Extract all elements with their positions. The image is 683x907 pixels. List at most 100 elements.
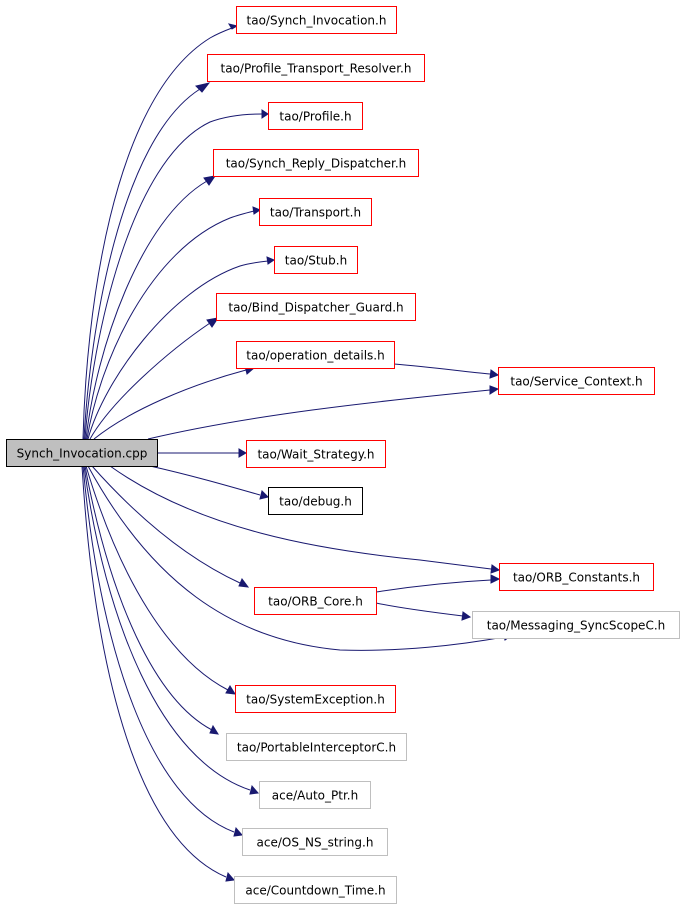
edge-line: [375, 579, 492, 593]
node-box: [499, 563, 654, 591]
node-orb-core-h[interactable]: tao/ORB_Core.h: [254, 587, 377, 615]
edge-line: [375, 602, 464, 617]
edge-root-to-transport-h: [86, 206, 262, 440]
arrowhead-icon: [225, 685, 236, 695]
node-orb-constants-h[interactable]: tao/ORB_Constants.h: [499, 563, 654, 591]
node-systemexception-h[interactable]: tao/SystemException.h: [235, 685, 396, 713]
node-stub-h[interactable]: tao/Stub.h: [274, 246, 358, 274]
arrowhead-icon: [195, 82, 211, 93]
node-box: [259, 781, 371, 809]
node-label: tao/SystemException.h: [246, 693, 385, 707]
node-label: tao/Synch_Reply_Dispatcher.h: [226, 157, 407, 171]
root-node[interactable]: Synch_Invocation.cpp: [6, 439, 158, 467]
edge-line: [86, 210, 255, 440]
edge-line: [85, 180, 208, 440]
edge-line: [85, 465, 229, 691]
node-label: tao/PortableInterceptorC.h: [237, 741, 396, 755]
node-synch-reply-dispatcher-h[interactable]: tao/Synch_Reply_Dispatcher.h: [213, 149, 419, 177]
node-box: [216, 293, 416, 321]
arrowhead-icon: [489, 385, 500, 395]
arrowhead-icon: [252, 206, 262, 215]
arrowhead-icon: [233, 826, 243, 837]
arrowhead-icon: [266, 256, 276, 265]
node-box: [207, 54, 425, 82]
node-auto-ptr-h[interactable]: ace/Auto_Ptr.h: [259, 781, 371, 809]
node-profile-h[interactable]: tao/Profile.h: [268, 102, 363, 130]
node-label: tao/debug.h: [279, 495, 352, 509]
edge-line: [393, 363, 491, 375]
node-label: tao/ORB_Constants.h: [513, 571, 640, 585]
node-box: [268, 487, 363, 515]
edge-root-to-wait-strategy-h: [157, 448, 248, 458]
edge-line: [82, 27, 233, 440]
node-countdown-time-h[interactable]: ace/Countdown_Time.h: [234, 876, 397, 904]
node-box: [236, 341, 395, 369]
edge-root-to-auto-ptr-h: [83, 465, 259, 795]
edge-root-to-debug-h: [149, 465, 269, 500]
node-debug-h[interactable]: tao/debug.h: [268, 487, 363, 515]
node-label: tao/ORB_Core.h: [268, 595, 363, 609]
node-box: [259, 198, 372, 226]
node-bind-dispatcher-guard-h[interactable]: tao/Bind_Dispatcher_Guard.h: [216, 293, 416, 321]
edge-line: [87, 260, 269, 440]
nodes-layer: Synch_Invocation.cpp tao/Synch_Invocation…: [6, 6, 680, 904]
arrowhead-icon: [490, 564, 501, 574]
node-box: [246, 440, 386, 468]
edge-line: [84, 113, 263, 440]
node-label: tao/Profile.h: [279, 110, 351, 124]
node-label: tao/Stub.h: [285, 254, 347, 268]
node-messaging-syncscopec-h[interactable]: tao/Messaging_SyncScopeC.h: [472, 611, 680, 639]
edge-line: [82, 465, 235, 833]
edge-line: [84, 465, 213, 731]
edge-root-to-countdown-time-h: [81, 465, 235, 882]
node-label: tao/operation_details.h: [246, 349, 384, 363]
edge-line: [89, 322, 211, 440]
node-box: [268, 102, 363, 130]
edge-orb-core-h-to-orb-constants-h: [375, 574, 501, 593]
node-box: [234, 876, 397, 904]
edge-root-to-synch-invocation-h: [82, 23, 239, 440]
node-portableinterceptorc-h[interactable]: tao/PortableInterceptorC.h: [226, 733, 407, 761]
edge-line: [83, 465, 251, 791]
arrowhead-icon: [461, 611, 472, 621]
edge-line: [93, 369, 247, 440]
edge-line: [91, 465, 241, 584]
edge-root-to-portableinterceptorc-h: [84, 465, 219, 735]
edge-root-to-service-context-h: [147, 385, 500, 440]
node-box: [498, 367, 655, 395]
node-profile-transport-resolver-h[interactable]: tao/Profile_Transport_Resolver.h: [207, 54, 425, 82]
node-service-context-h[interactable]: tao/Service_Context.h: [498, 367, 655, 395]
edges-layer: [81, 23, 514, 882]
edge-root-to-profile-transport-resolver-h: [83, 82, 211, 440]
node-operation-details-h[interactable]: tao/operation_details.h: [236, 341, 395, 369]
arrowhead-icon: [209, 724, 219, 735]
node-box: [226, 733, 407, 761]
node-os-ns-string-h[interactable]: ace/OS_NS_string.h: [242, 828, 388, 856]
node-box: [242, 828, 388, 856]
arrowhead-icon: [249, 784, 259, 795]
node-synch-invocation-h[interactable]: tao/Synch_Invocation.h: [236, 6, 397, 34]
arrowhead-icon: [238, 448, 248, 458]
arrowhead-icon: [203, 175, 217, 186]
node-label: ace/Countdown_Time.h: [245, 884, 385, 898]
node-label: tao/Messaging_SyncScopeC.h: [487, 619, 666, 633]
edge-root-to-orb-core-h: [91, 465, 250, 588]
edge-root-to-profile-h: [84, 109, 269, 440]
node-box: [254, 587, 377, 615]
arrowhead-icon: [261, 109, 269, 119]
edge-root-to-os-ns-string-h: [82, 465, 243, 837]
node-label: tao/Transport.h: [270, 206, 361, 220]
edge-line: [87, 465, 505, 651]
node-box: [6, 439, 158, 467]
node-label: tao/Synch_Invocation.h: [247, 14, 387, 28]
edge-line: [83, 88, 201, 440]
node-transport-h[interactable]: tao/Transport.h: [259, 198, 372, 226]
node-label: ace/OS_NS_string.h: [257, 836, 374, 850]
node-label: tao/Service_Context.h: [510, 375, 642, 389]
node-wait-strategy-h[interactable]: tao/Wait_Strategy.h: [246, 440, 386, 468]
node-label: tao/Bind_Dispatcher_Guard.h: [228, 301, 403, 315]
edge-root-to-synch-reply-dispatcher-h: [85, 175, 217, 440]
edge-root-to-orb-constants-h: [109, 465, 501, 574]
arrowhead-icon: [227, 23, 239, 30]
node-box: [274, 246, 358, 274]
